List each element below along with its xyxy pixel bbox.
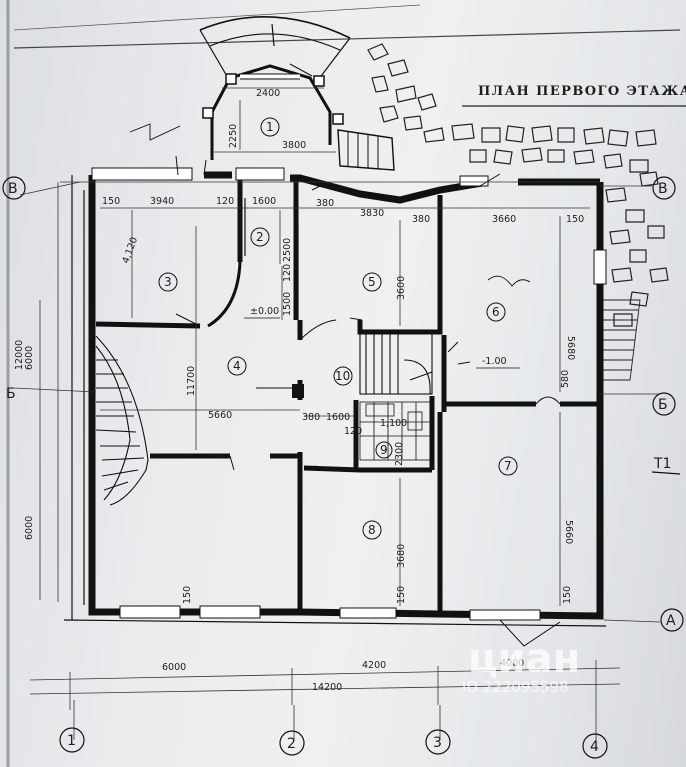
sheet-border-top: [13, 4, 421, 31]
dim-3660: 3660: [492, 214, 516, 225]
dim-2400: 2400: [256, 88, 280, 99]
dim-12000: 12000: [14, 340, 25, 370]
section-mark-line: [651, 471, 681, 475]
dim-14200: 14200: [312, 682, 342, 693]
dim-2250: 2250: [228, 124, 239, 148]
dim-1600b: 1600: [326, 412, 350, 423]
dim-580: 580: [560, 370, 571, 388]
bathroom-tiles: [359, 401, 431, 461]
dim-4000: 4000: [500, 658, 524, 669]
service-staircase: [359, 329, 433, 395]
axis-label-2: 2: [287, 736, 296, 752]
room-number-3: 3: [164, 275, 172, 289]
door-swings: [175, 155, 561, 647]
room-number-8: 8: [368, 523, 376, 537]
axis-label-a-right: А: [666, 613, 676, 629]
dim-120b: 120: [282, 264, 293, 282]
annotation-scribbles: [129, 123, 531, 365]
dim-4200: 4200: [362, 660, 386, 671]
axis-label-v-right: В: [658, 181, 668, 197]
dim-6000-h: 6000: [162, 662, 186, 673]
main-staircase: [95, 335, 149, 506]
sheet-border-top-inner: [13, 29, 681, 49]
axis-label-b-left: Б: [6, 386, 16, 402]
bay-window: [199, 15, 395, 171]
dim-2300: 2300: [394, 442, 405, 466]
dim-3800: 3800: [282, 140, 306, 151]
dim-120a: 120: [216, 196, 234, 207]
dimension-lines: [13, 87, 661, 745]
dim-3600: 3600: [396, 276, 407, 300]
column: [292, 384, 304, 398]
room-number-7: 7: [504, 459, 512, 473]
section-mark: Т1: [653, 456, 671, 472]
dim-150c: 150: [182, 586, 193, 604]
room-number-2: 2: [256, 230, 264, 244]
dim-6000-upper: 6000: [24, 346, 35, 370]
dim-5680: 5680: [565, 336, 576, 360]
dim-1100: 1,100: [380, 418, 407, 429]
axis-circles: [2, 176, 684, 759]
level-mark-ground: ±0.00: [250, 306, 279, 317]
dim-150d: 150: [396, 586, 407, 604]
dim-380c: 380: [302, 412, 320, 423]
dim-3940: 3940: [150, 196, 174, 207]
dim-2500: 2500: [282, 238, 293, 262]
dim-150e: 150: [562, 586, 573, 604]
dim-6000-lower: 6000: [24, 516, 35, 540]
dim-3830: 3830: [360, 208, 384, 219]
dim-5660b: 5660: [563, 520, 574, 544]
room-number-1: 1: [266, 120, 274, 134]
axis-label-b-right: Б: [658, 397, 668, 413]
room-number-6: 6: [492, 305, 500, 319]
dim-5660: 5660: [208, 410, 232, 421]
plan-title: ПЛАН ПЕРВОГО ЭТАЖА: [478, 84, 686, 99]
windows: [91, 167, 607, 621]
dim-380b: 380: [412, 214, 430, 225]
room-number-5: 5: [368, 275, 376, 289]
side-ramp: [599, 299, 641, 381]
dim-380a: 380: [316, 198, 334, 209]
outer-walls: [88, 171, 604, 620]
stone-paving: [367, 43, 669, 327]
cian-watermark: циан ID 222095598: [462, 636, 580, 696]
axis-label-3: 3: [433, 735, 442, 751]
dim-150a: 150: [102, 196, 120, 207]
outer-wall-inner-lines: [63, 175, 607, 627]
axis-label-v-left: В: [8, 181, 18, 197]
interior-walls: [95, 178, 598, 612]
dim-150b: 150: [566, 214, 584, 225]
axis-label-4: 4: [590, 739, 599, 755]
room-number-10: 10: [335, 369, 350, 383]
dim-1500: 1500: [282, 292, 293, 316]
dim-1600a: 1600: [252, 196, 276, 207]
dim-120c: 120: [344, 426, 362, 437]
dim-11700: 11700: [186, 366, 197, 396]
dim-3680: 3680: [396, 544, 407, 568]
dim-4120: 4,120: [120, 236, 140, 265]
watermark-id: ID 222095598: [462, 678, 569, 696]
room-circles: [158, 117, 518, 540]
axis-label-1: 1: [67, 733, 76, 749]
room-number-4: 4: [233, 359, 241, 373]
watermark-brand: циан: [468, 636, 580, 682]
level-mark-lower: -1.00: [482, 356, 507, 367]
room-number-9: 9: [380, 443, 388, 457]
